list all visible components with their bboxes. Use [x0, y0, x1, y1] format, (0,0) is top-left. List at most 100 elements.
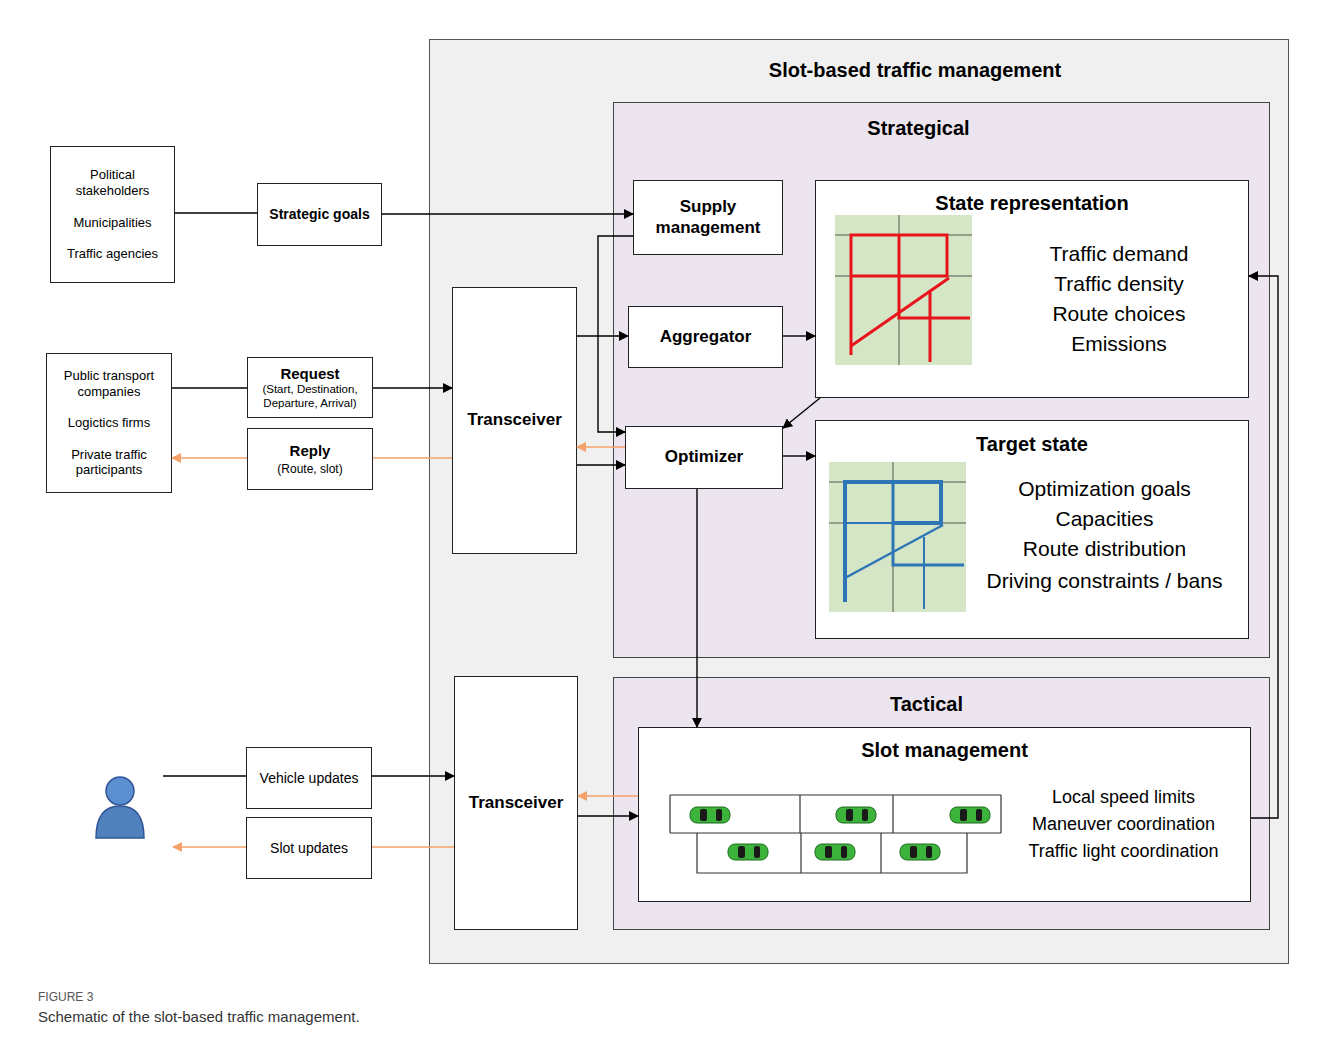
node-text: Traffic density [994, 269, 1244, 299]
illustration-part [96, 806, 144, 838]
node-text: Route choices [994, 299, 1244, 329]
node-text: Local speed limits [1001, 784, 1246, 811]
node-title: Transceiver [467, 410, 562, 430]
connector [577, 464, 625, 465]
car-window [700, 809, 707, 821]
connector [577, 335, 628, 336]
node-title: Strategical [867, 116, 969, 140]
node-text: Driving constraints / bans [967, 564, 1242, 598]
illustration-part [799, 795, 800, 833]
connector [783, 335, 815, 336]
message-box: Request(Start, Destination, Departure, A… [247, 357, 373, 418]
node-text: Municipalities [73, 215, 151, 231]
car-window [910, 846, 917, 858]
node-title: Reply [290, 442, 331, 460]
actor-box: Political stakeholdersMunicipalitiesTraf… [50, 146, 175, 283]
car-window [841, 846, 847, 858]
connector [1249, 276, 1278, 818]
car-window [960, 809, 967, 821]
node-title: Request [280, 365, 339, 383]
illustration-part [899, 215, 900, 365]
illustration-part [893, 482, 964, 565]
illustration-part [835, 276, 972, 277]
illustration-part [829, 482, 966, 483]
node-title: Public transport companies [53, 368, 165, 399]
illustration-part [845, 482, 964, 609]
node-title: Transceiver [469, 793, 564, 813]
car-body [690, 807, 730, 823]
connector [172, 387, 247, 388]
person-line [163, 775, 246, 776]
figure-number: FIGURE 3 [38, 990, 93, 1004]
target-map [829, 462, 966, 612]
illustration-part [800, 833, 801, 873]
illustration-part [880, 833, 881, 873]
connector [175, 212, 257, 213]
illustration-part [829, 462, 966, 612]
message-box: Slot updates [246, 817, 372, 879]
node-text: Logictics firms [68, 415, 150, 431]
node-text: Traffic light coordination [1001, 838, 1246, 865]
connector [373, 457, 452, 459]
connector [373, 387, 452, 388]
illustration-part [835, 215, 972, 365]
process-box: Optimizer [625, 426, 783, 489]
node-text: Capacities [967, 504, 1242, 534]
illustration-part [670, 832, 1001, 833]
illustration-part [845, 525, 943, 578]
car-window [846, 809, 853, 821]
illustration-part [851, 235, 947, 355]
layer-panel: StrategicalSupply managementState repres… [613, 102, 1270, 658]
process-box: Supply management [633, 180, 783, 255]
car-icons [690, 807, 990, 860]
illustration-part [893, 462, 894, 612]
node-title: Tactical [890, 692, 963, 716]
car-window [926, 846, 932, 858]
node-title: Optimizer [665, 447, 743, 467]
illustration-part [106, 777, 134, 805]
illustration-part [851, 235, 970, 362]
illustration-part [892, 795, 893, 833]
transceiver-box: Transceiver [454, 676, 578, 930]
layer-panel: TacticalSlot managementLocal speed limit… [613, 677, 1270, 930]
connector [783, 455, 815, 456]
node-text: Private traffic participants [54, 447, 164, 478]
node-title: Vehicle updates [260, 770, 359, 787]
system-frame: Slot-based traffic managementStrategical… [429, 39, 1289, 964]
connector [372, 775, 454, 776]
connector [598, 236, 633, 432]
car-body [728, 844, 768, 860]
actor-box: Public transport companiesLogictics firm… [46, 353, 172, 493]
illustration-part [899, 235, 970, 318]
transceiver-box: Transceiver [452, 287, 577, 554]
figure-caption: Schematic of the slot-based traffic mana… [38, 1008, 360, 1025]
car-body [950, 807, 990, 823]
person-icon [96, 777, 144, 838]
car-body [900, 844, 940, 860]
car-window [754, 846, 760, 858]
connector [783, 398, 820, 428]
node-text: Traffic demand [994, 239, 1244, 269]
node-title: Slot updates [270, 840, 348, 857]
illustration-part [835, 235, 972, 236]
car-window [825, 846, 832, 858]
connector [382, 213, 633, 214]
node-text: Traffic agencies [67, 246, 158, 262]
car-body [836, 807, 876, 823]
connector [577, 446, 625, 448]
slot-update-arrow [173, 846, 246, 848]
connector [172, 457, 247, 459]
illustration-part [845, 522, 893, 524]
illustration-part [669, 795, 670, 833]
car-window [862, 809, 868, 821]
illustration-part [845, 482, 941, 602]
state-map [835, 215, 972, 365]
car-window [976, 809, 982, 821]
node-title: Supply management [649, 197, 767, 238]
car-window [716, 809, 722, 821]
connector [578, 815, 638, 816]
node-title: Political stakeholders [63, 167, 163, 198]
car-body [815, 844, 855, 860]
slot-lanes [670, 795, 1001, 873]
